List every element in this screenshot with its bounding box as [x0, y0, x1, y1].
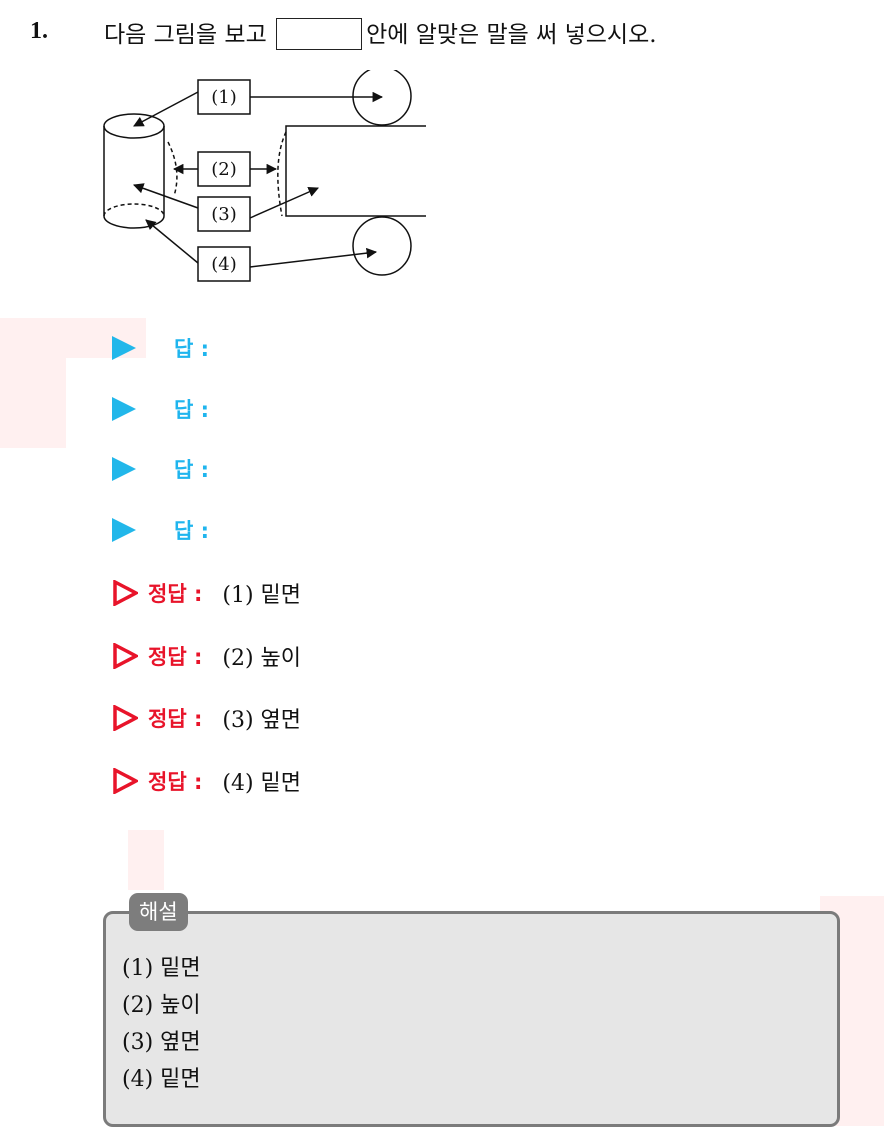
net-bottom-circle — [352, 216, 412, 276]
solution-marker-icon — [113, 768, 138, 794]
explanation-line: (2) 높이 — [122, 993, 201, 1018]
cylinder-bottom-front — [103, 215, 165, 229]
solution-marker-icon — [113, 580, 138, 606]
question-text-after: 안에 알맞은 말을 써 넣으시오. — [366, 22, 657, 48]
answer-marker-icon — [112, 457, 136, 481]
answer-row[interactable]: 답 : — [112, 513, 209, 547]
explanation-lines: (1) 밑면 (2) 높이 (3) 옆면 (4) 밑면 — [122, 950, 201, 1098]
solution-row: 정답 : (3) 옆면 — [112, 701, 301, 735]
answer-row[interactable]: 답 : — [112, 392, 209, 426]
answer-marker-icon — [112, 518, 136, 542]
solution-value: (4) 밑면 — [222, 771, 301, 796]
solution-row: 정답 : (1) 밑면 — [112, 576, 301, 610]
solution-marker-icon — [113, 705, 138, 731]
question-text: 다음 그림을 보고 안에 알맞은 말을 써 넣으시오. — [104, 18, 657, 52]
solution-row: 정답 : (4) 밑면 — [112, 764, 301, 798]
question-number: 1. — [30, 18, 48, 44]
net-side-rectangle — [285, 125, 426, 217]
solution-label: 정답 : — [148, 645, 203, 669]
answer-label: 답 : — [174, 519, 210, 543]
net-top-circle — [352, 70, 412, 126]
solution-label: 정답 : — [148, 770, 203, 794]
answer-row[interactable]: 답 : — [112, 452, 209, 486]
solution-marker-icon — [113, 643, 138, 669]
figure-label-3: (3) — [211, 204, 237, 225]
solution-value: (3) 옆면 — [222, 708, 301, 733]
solution-row: 정답 : (2) 높이 — [112, 639, 301, 673]
answer-label: 답 : — [174, 398, 210, 422]
answer-row[interactable]: 답 : — [112, 331, 209, 365]
figure-label-4: (4) — [211, 254, 237, 275]
figure-label-2: (2) — [211, 159, 237, 180]
explanation-box — [103, 911, 840, 1127]
cylinder-net-figure: (1) (2) (3) (4) — [103, 70, 426, 282]
answer-marker-icon — [112, 336, 136, 360]
answer-marker-icon — [112, 397, 136, 421]
solution-value: (2) 높이 — [222, 646, 301, 671]
explanation-line: (4) 밑면 — [122, 1067, 201, 1092]
answer-label: 답 : — [174, 337, 210, 361]
explanation-line: (3) 옆면 — [122, 1030, 201, 1055]
explanation-line: (1) 밑면 — [122, 956, 201, 981]
explanation-tag: 해설 — [129, 893, 188, 931]
background-blush — [0, 318, 66, 448]
figure-label-1: (1) — [211, 87, 237, 108]
answer-label: 답 : — [174, 458, 210, 482]
question-text-before: 다음 그림을 보고 — [104, 22, 267, 48]
solution-label: 정답 : — [148, 707, 203, 731]
background-blush — [128, 830, 164, 890]
solution-value: (1) 밑면 — [222, 583, 301, 608]
solution-label: 정답 : — [148, 582, 203, 606]
cylinder-bottom-back — [103, 203, 165, 217]
blank-box — [276, 18, 363, 50]
